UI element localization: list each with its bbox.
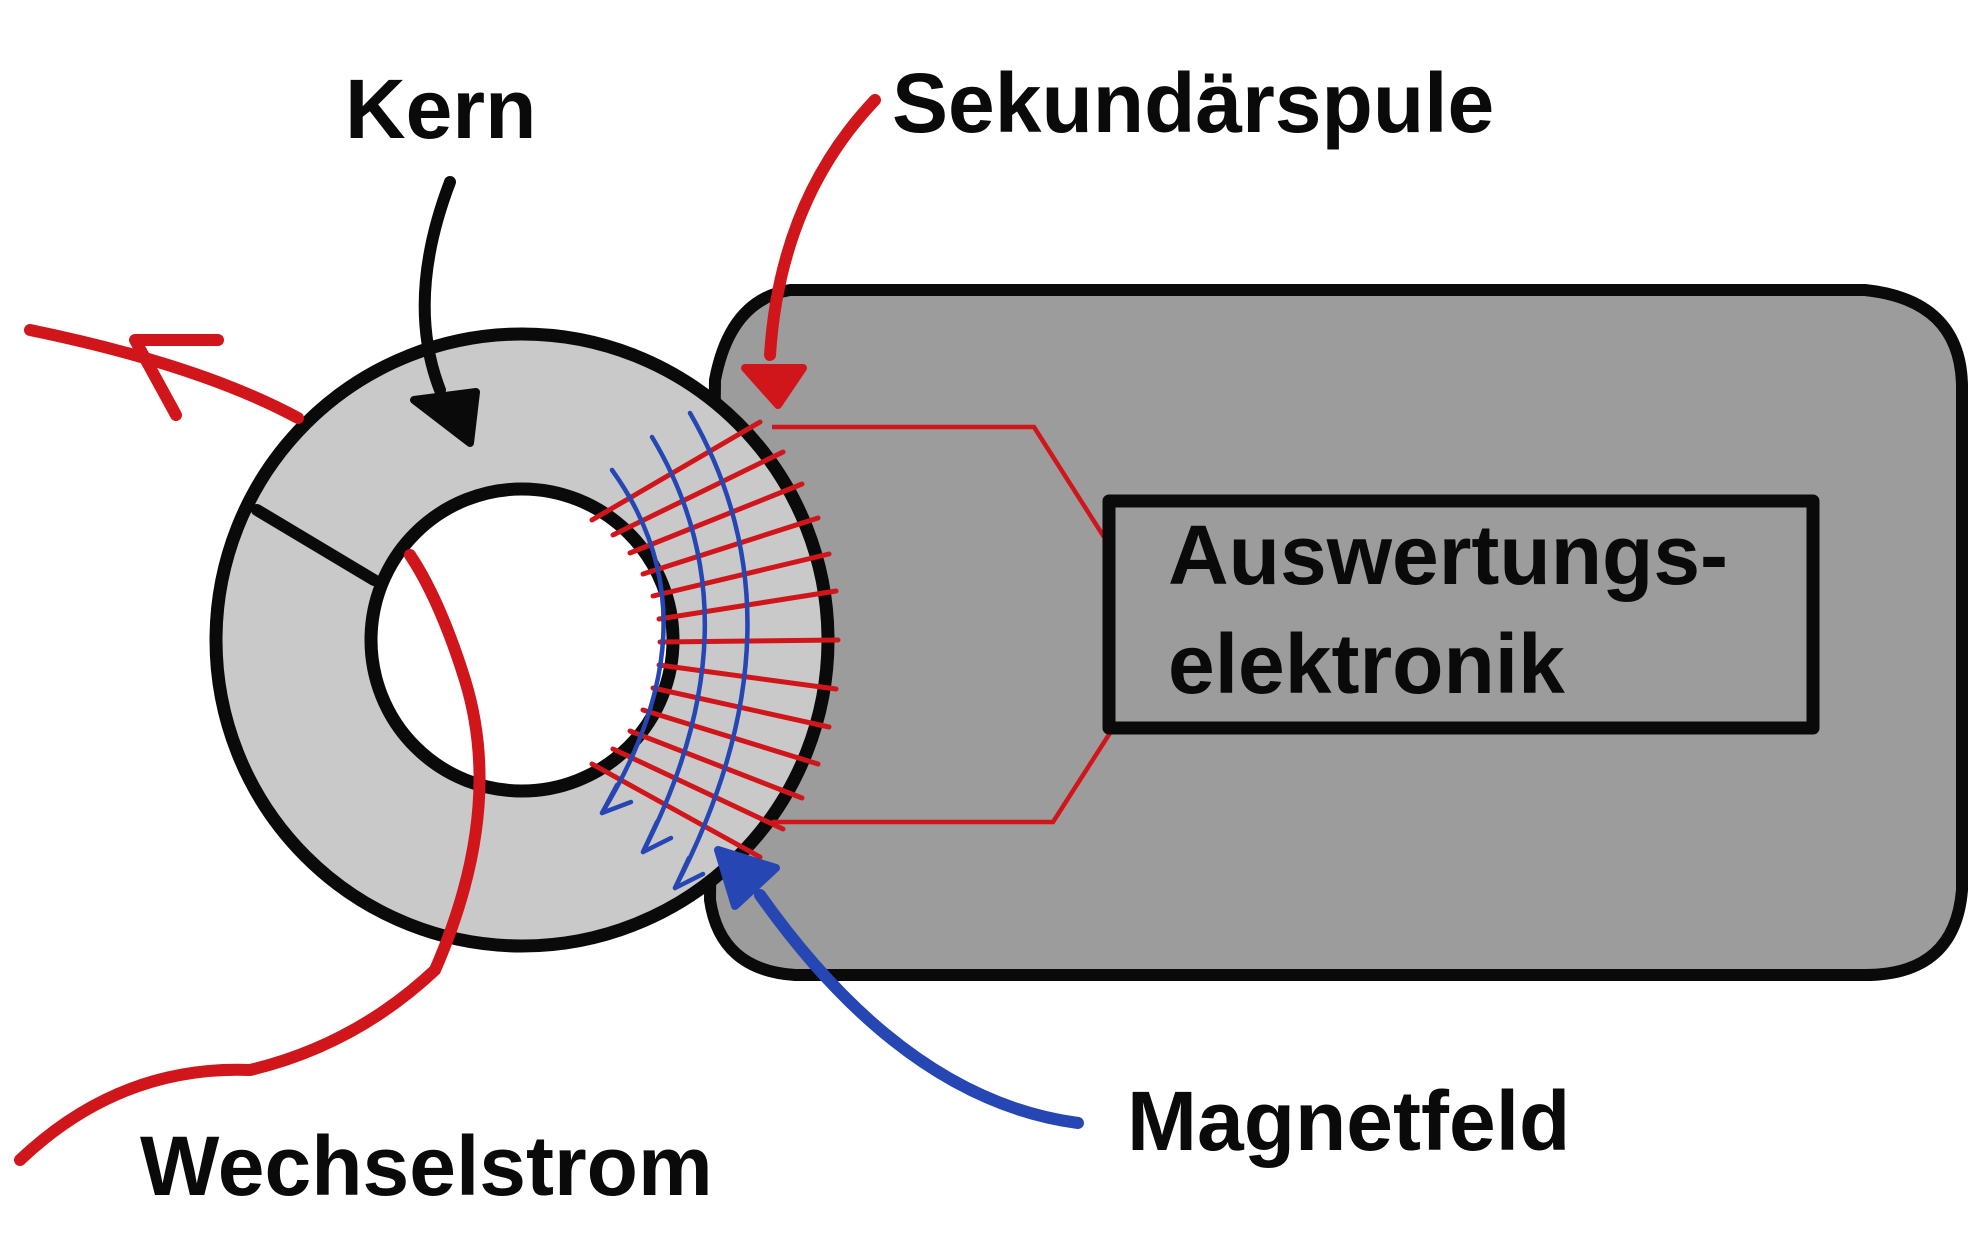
conductor-upper-segment	[24, 324, 304, 424]
magnetic-field-pointer-arrow	[714, 846, 1084, 1129]
field-arrowhead-icon	[599, 782, 634, 816]
field-line-outer	[672, 410, 750, 891]
primary-conductor	[14, 324, 486, 1166]
arrowhead-icon	[741, 364, 807, 409]
core-label: Kern	[345, 62, 536, 156]
conductor-lower-segment	[14, 549, 486, 1166]
core-slit-line	[251, 504, 380, 586]
magnetic-field-lines	[599, 410, 750, 891]
evaluation-electronics-box	[1102, 494, 1820, 735]
coil-connection-wires	[772, 424, 1112, 825]
secondary-coil-pointer-arrow	[741, 94, 881, 409]
current-direction-arrow-icon	[129, 334, 224, 421]
magnetic-field-label: Magnetfeld	[1127, 1074, 1570, 1168]
electronics-housing	[704, 284, 1968, 981]
upper-connection-wire	[772, 424, 1106, 539]
evaluation-electronics-label-line1: Auswertungs-	[1168, 508, 1728, 602]
field-arrowhead-icon	[640, 819, 674, 855]
field-line-middle	[640, 434, 707, 855]
arrowhead-icon	[410, 388, 480, 447]
field-line-inner	[599, 467, 666, 816]
arrowhead-icon	[714, 846, 780, 910]
lower-connection-wire	[772, 731, 1112, 825]
alternating-current-label: Wechselstrom	[140, 1119, 713, 1213]
secondary-coil-label: Sekundärspule	[892, 56, 1494, 150]
core-pointer-arrow	[410, 176, 480, 447]
evaluation-electronics-label-line2: elektronik	[1168, 617, 1565, 711]
field-arrowhead-icon	[672, 855, 706, 891]
